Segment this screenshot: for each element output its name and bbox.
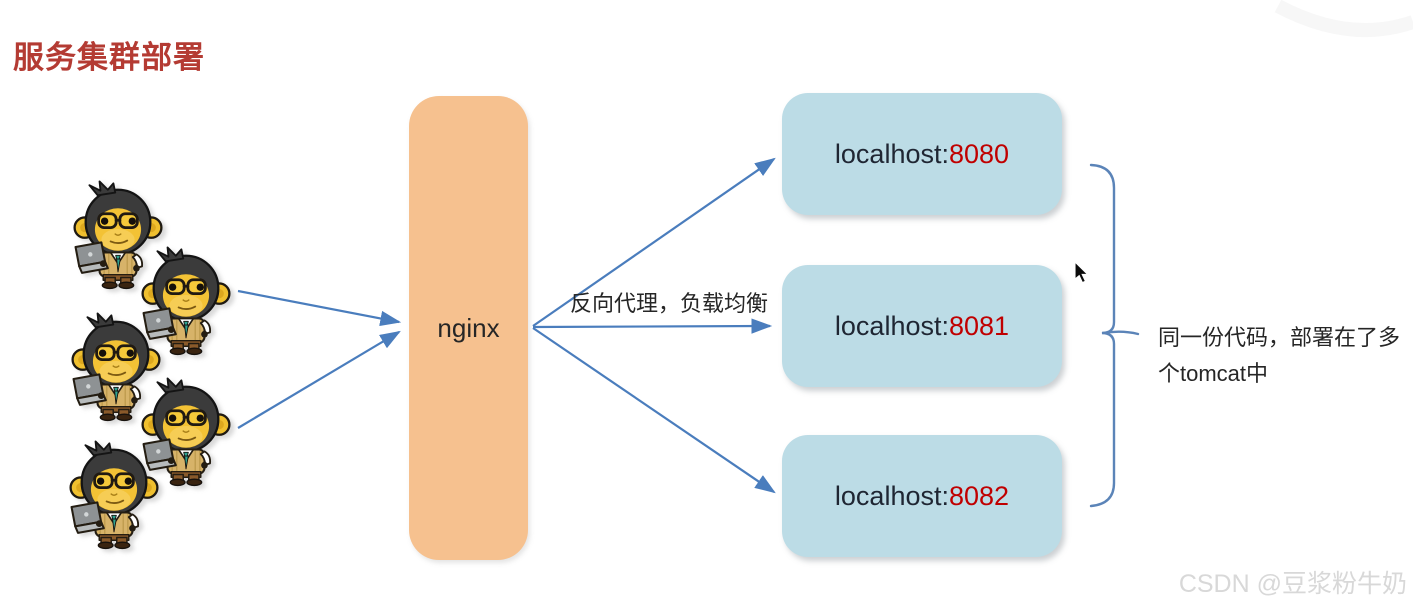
faint-watermark-arc bbox=[1274, 0, 1413, 38]
grouping-brace bbox=[1089, 163, 1140, 508]
server-port-label: 8082 bbox=[949, 480, 1010, 511]
server-box-8080: localhost:8080 bbox=[782, 93, 1062, 215]
proxy-label: 反向代理，负载均衡 bbox=[570, 291, 769, 316]
nginx-node: nginx bbox=[409, 96, 528, 560]
server-host-label: localhost: bbox=[834, 480, 949, 511]
server-port-label: 8081 bbox=[949, 310, 1010, 341]
watermark: CSDN @豆浆粉牛奶 bbox=[1178, 570, 1407, 598]
nginx-label: nginx bbox=[437, 312, 500, 343]
monkey-developer-icon bbox=[69, 440, 159, 550]
note-line-1: 同一份代码，部署在了多 bbox=[1158, 325, 1401, 350]
server-box-8082: localhost:8082 bbox=[782, 435, 1062, 557]
server-port-label: 8080 bbox=[949, 138, 1010, 169]
note-line-2: 个tomcat中 bbox=[1158, 361, 1269, 386]
server-box-8081: localhost:8081 bbox=[782, 265, 1062, 387]
arrow-nginx-to-8081 bbox=[532, 318, 773, 334]
server-host-label: localhost: bbox=[834, 138, 949, 169]
arrow-clients-to-nginx-top bbox=[237, 289, 402, 327]
server-host-label: localhost: bbox=[834, 310, 949, 341]
note-text: 同一份代码，部署在了多 个tomcat中 bbox=[1158, 320, 1400, 392]
arrow-clients-to-nginx-bottom bbox=[237, 330, 401, 429]
arrow-nginx-to-8082 bbox=[532, 327, 776, 494]
page-title: 服务集群部署 bbox=[13, 40, 205, 75]
mouse-cursor-icon bbox=[1074, 260, 1089, 284]
